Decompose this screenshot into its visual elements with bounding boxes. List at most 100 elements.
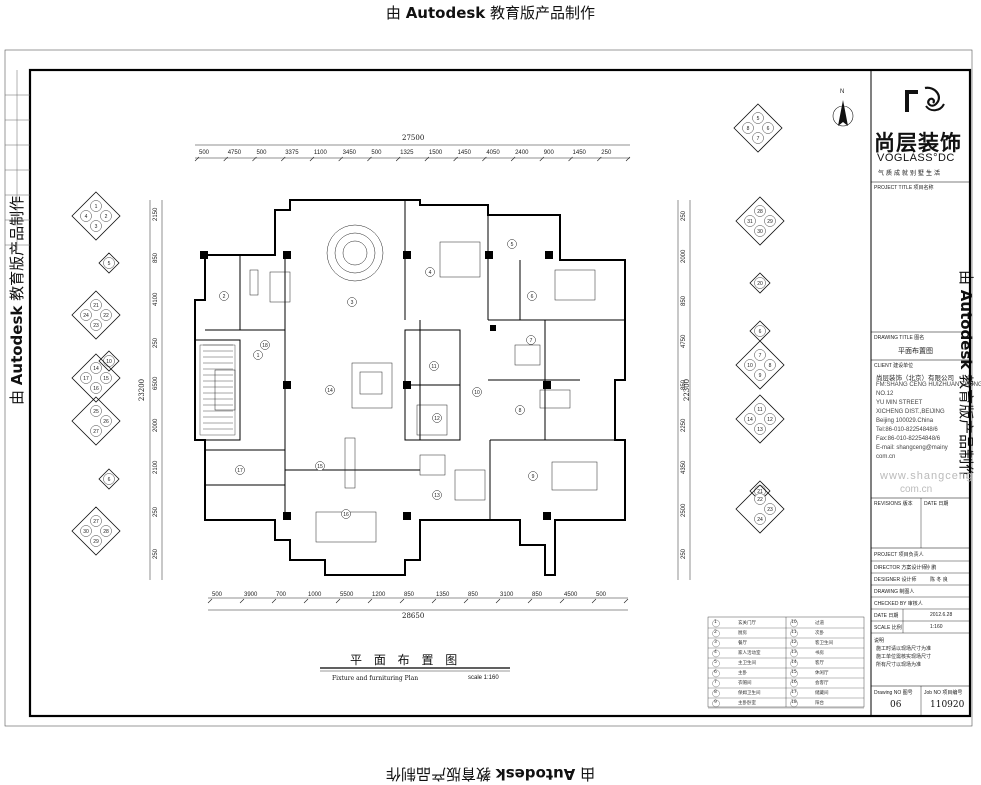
legend-number: 12 — [791, 640, 797, 645]
svg-text:17: 17 — [83, 376, 89, 382]
svg-text:22: 22 — [757, 497, 763, 503]
designer-label: DESIGNER 设计师 — [874, 577, 917, 583]
note-line: 所有尺寸以现场为准 — [876, 662, 922, 668]
svg-text:24: 24 — [757, 517, 763, 523]
dim-left-segment: 6500 — [153, 376, 159, 390]
dim-bottom-segment: 3900 — [244, 592, 258, 598]
svg-text:2: 2 — [223, 294, 226, 300]
svg-text:13: 13 — [757, 427, 763, 433]
job-no-label: Job NO 项目编号 — [924, 690, 963, 696]
legend-room-name: 会客厅 — [815, 681, 829, 686]
room-label-15: 15 — [315, 461, 325, 471]
dim-top-segment: 4050 — [486, 150, 500, 156]
svg-text:21: 21 — [93, 303, 99, 309]
svg-text:1: 1 — [257, 353, 260, 359]
svg-text:5: 5 — [108, 261, 111, 267]
legend-table — [707, 616, 865, 708]
dim-right-segment: 4350 — [681, 461, 687, 475]
dim-right-segment: 2000 — [681, 249, 687, 264]
svg-text:15: 15 — [103, 376, 109, 382]
room-label-17: 17 — [235, 465, 245, 475]
dim-top-segment: 500 — [199, 150, 210, 156]
dim-bottom-segment: 4500 — [564, 592, 578, 598]
legend-room-name: 书房 — [815, 651, 824, 656]
svg-text:30: 30 — [757, 229, 763, 235]
svg-text:20: 20 — [757, 281, 763, 287]
drawing-no-label: Drawing NO 图号 — [874, 690, 913, 696]
room-label-14: 14 — [325, 385, 335, 395]
svg-text:25: 25 — [93, 409, 99, 415]
dim-bottom-segment: 850 — [404, 592, 415, 598]
legend-number: 6 — [714, 670, 717, 675]
plan-scale: scale 1:160 — [468, 675, 499, 681]
notes-label: 说明 — [874, 638, 885, 644]
client-label: CLIENT 建设单位 — [874, 363, 914, 369]
job-no: 110920 — [930, 700, 965, 710]
revision-date-label: DATE 日期 — [924, 501, 949, 507]
dim-left-segment: 2100 — [153, 461, 159, 475]
svg-text:7: 7 — [757, 136, 760, 142]
room-label-7: 7 — [526, 335, 536, 345]
note-line: 施工时请以现场尺寸为准 — [876, 646, 932, 652]
dim-bottom-segment: 700 — [276, 592, 287, 598]
logo-slogan: 气质成就别墅生活 — [878, 170, 943, 177]
svg-text:6: 6 — [767, 126, 770, 132]
svg-text:11: 11 — [431, 364, 436, 370]
svg-text:1: 1 — [95, 204, 98, 210]
room-label-10: 10 — [472, 387, 482, 397]
dim-bottom-segment: 1350 — [436, 592, 450, 598]
dim-right-segment: 850 — [681, 379, 687, 390]
legend-number: 2 — [714, 630, 717, 635]
dim-top-total: 27500 — [402, 134, 425, 142]
dim-right-segment: 4750 — [681, 334, 687, 348]
dim-bottom-segment: 1000 — [308, 592, 322, 598]
svg-text:16: 16 — [343, 512, 349, 518]
room-label-18: 18 — [260, 340, 270, 350]
plan-subtitle: Fixture and furnituring Plan — [332, 675, 419, 682]
svg-text:15: 15 — [317, 464, 323, 470]
dim-left-segment: 2150 — [153, 207, 159, 222]
legend-room-name: 衣帽间 — [738, 681, 752, 686]
svg-text:5: 5 — [511, 242, 514, 248]
svg-text:2: 2 — [105, 214, 108, 220]
website: www.shangceng — [880, 470, 974, 482]
svg-text:9: 9 — [759, 373, 762, 379]
svg-text:17: 17 — [237, 468, 243, 474]
svg-text:29: 29 — [767, 219, 773, 225]
svg-text:3: 3 — [351, 300, 354, 306]
svg-text:23: 23 — [93, 323, 99, 329]
svg-text:28: 28 — [757, 209, 763, 215]
dim-top-segment: 3375 — [285, 150, 299, 156]
dim-left-total: 23200 — [138, 378, 147, 402]
legend-room-name: 客卫生间 — [815, 641, 833, 646]
designer-name: 陈 冬 良 — [930, 577, 948, 583]
legend-room-name: 家人活动室 — [738, 651, 761, 656]
dim-left-segment: 850 — [153, 253, 159, 264]
building-outline — [194, 199, 626, 576]
dim-bottom-segment: 5500 — [340, 592, 354, 598]
scale-value: 1:160 — [930, 624, 943, 630]
legend-room-name: 休闲厅 — [815, 671, 829, 676]
svg-text:7: 7 — [759, 353, 762, 359]
room-label-6: 6 — [527, 291, 537, 301]
svg-text:21: 21 — [757, 489, 763, 495]
dim-top-segment: 1450 — [572, 150, 586, 156]
legend-room-name: 阳台 — [815, 701, 824, 706]
dim-top-segment: 500 — [371, 150, 382, 156]
address-line: NO.12 — [876, 391, 894, 397]
dim-left-segment: 250 — [153, 548, 159, 559]
callout-right-3: 6 — [749, 320, 771, 342]
svg-text:27: 27 — [93, 429, 99, 435]
svg-text:3: 3 — [95, 224, 98, 230]
svg-text:14: 14 — [93, 366, 99, 372]
svg-text:8: 8 — [747, 126, 750, 132]
drawing-no: 06 — [890, 700, 902, 710]
dim-bottom-total: 28650 — [402, 612, 425, 620]
dim-top-segment: 1500 — [428, 150, 443, 156]
legend-number: 7 — [714, 680, 717, 685]
callout-left-1: 5 — [98, 252, 120, 274]
